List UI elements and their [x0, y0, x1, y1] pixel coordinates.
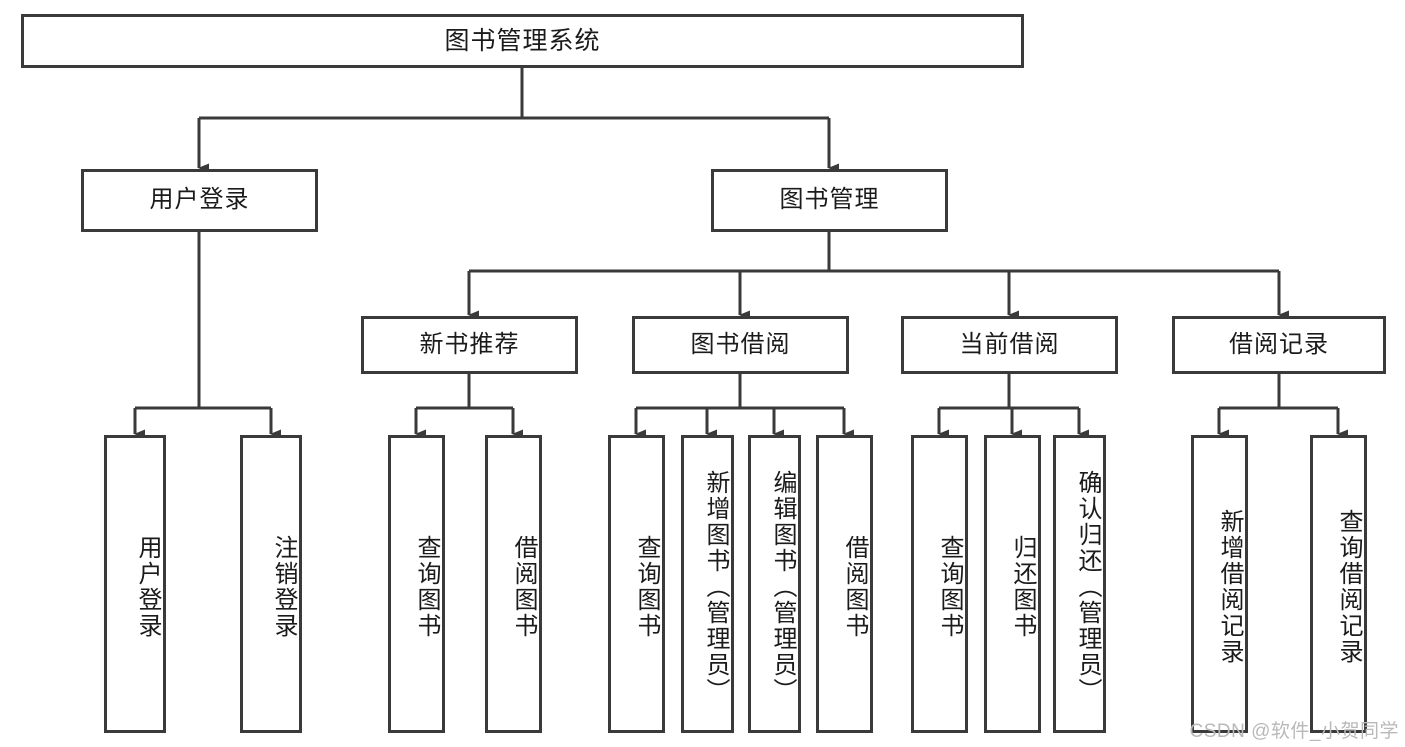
leaf-return-book-label: 归还图书 [1009, 535, 1036, 639]
leaf-edit-book-admin-label: 编辑图书（管理员） [769, 470, 796, 704]
node-root[interactable]: 图书管理系统 [21, 14, 1024, 68]
leaf-query-book-recommend[interactable]: 查询图书 [388, 435, 445, 733]
node-loan-record[interactable]: 借阅记录 [1172, 316, 1386, 374]
node-new-book-recommend[interactable]: 新书推荐 [361, 316, 578, 374]
leaf-borrow-book[interactable]: 借阅图书 [816, 435, 873, 733]
node-book-borrow[interactable]: 图书借阅 [632, 316, 849, 374]
leaf-user-login-label: 用户登录 [134, 535, 161, 639]
node-loan-record-label: 借阅记录 [1229, 330, 1329, 358]
node-book-management-label: 图书管理 [779, 186, 880, 214]
csdn-watermark: CSDN @软件_小贺同学 [1189, 721, 1399, 742]
leaf-query-loan-record[interactable]: 查询借阅记录 [1310, 435, 1367, 733]
node-current-loan-label: 当前借阅 [959, 330, 1060, 358]
node-book-management[interactable]: 图书管理 [711, 169, 948, 232]
node-new-book-recommend-label: 新书推荐 [419, 330, 520, 358]
leaf-query-book-borrow[interactable]: 查询图书 [608, 435, 665, 733]
leaf-confirm-return-admin[interactable]: 确认归还（管理员） [1053, 435, 1106, 733]
leaf-query-book-borrow-label: 查询图书 [633, 535, 660, 639]
leaf-edit-book-admin[interactable]: 编辑图书（管理员） [748, 435, 801, 733]
node-book-borrow-label: 图书借阅 [690, 330, 791, 358]
leaf-user-login[interactable]: 用户登录 [104, 435, 166, 733]
leaf-borrow-book-label: 借阅图书 [841, 535, 868, 639]
leaf-borrow-book-recommend-label: 借阅图书 [510, 535, 537, 639]
node-user-login[interactable]: 用户登录 [81, 169, 318, 232]
leaf-query-book-current[interactable]: 查询图书 [911, 435, 968, 733]
leaf-confirm-return-admin-label: 确认归还（管理员） [1074, 470, 1101, 704]
leaf-user-logout[interactable]: 注销登录 [240, 435, 302, 733]
node-root-label: 图书管理系统 [444, 27, 601, 55]
leaf-borrow-book-recommend[interactable]: 借阅图书 [485, 435, 542, 733]
node-user-login-label: 用户登录 [149, 186, 250, 214]
leaf-add-loan-record-label: 新增借阅记录 [1216, 509, 1243, 665]
leaf-query-book-current-label: 查询图书 [936, 535, 963, 639]
leaf-add-book-admin-label: 新增图书（管理员） [702, 470, 729, 704]
leaf-user-logout-label: 注销登录 [270, 535, 297, 639]
node-current-loan[interactable]: 当前借阅 [901, 316, 1118, 374]
leaf-return-book[interactable]: 归还图书 [984, 435, 1041, 733]
leaf-query-loan-record-label: 查询借阅记录 [1335, 509, 1362, 665]
leaf-add-book-admin[interactable]: 新增图书（管理员） [681, 435, 734, 733]
leaf-query-book-recommend-label: 查询图书 [413, 535, 440, 639]
leaf-add-loan-record[interactable]: 新增借阅记录 [1191, 435, 1248, 733]
